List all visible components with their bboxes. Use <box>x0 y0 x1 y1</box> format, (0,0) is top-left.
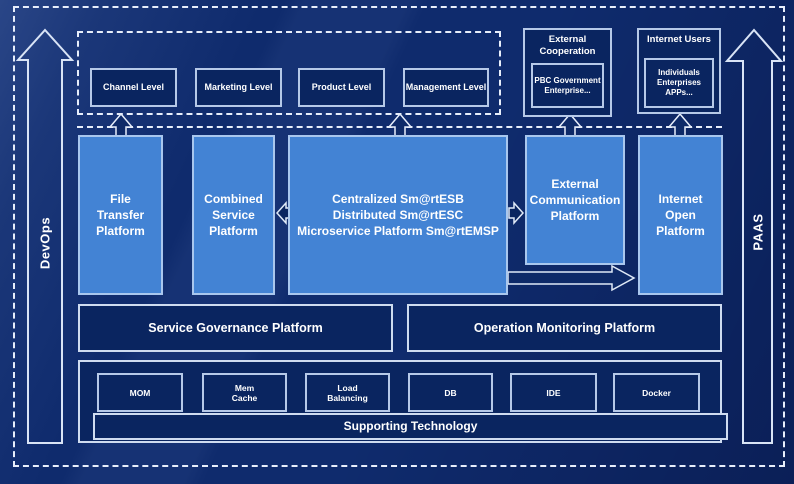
flow-arrow-bypass-to-internet-open <box>507 264 636 292</box>
platform-label-line: Open <box>665 208 696 222</box>
platform-combined-service: Combined Service Platform <box>192 135 275 295</box>
platform-label-line: Platform <box>96 224 145 238</box>
tech-label-line: Load <box>337 382 358 393</box>
enterprises-line: Enterprises <box>656 78 702 87</box>
tech-label-line: DB <box>444 387 457 398</box>
internet-users-title: Internet Users <box>647 34 711 45</box>
operation-monitoring-platform-box: Operation Monitoring Platform <box>407 304 722 352</box>
tech-label-line: Docker <box>642 387 671 398</box>
tech-box-db: DB <box>408 373 493 412</box>
level-label: Channel Level <box>102 82 165 93</box>
tech-box-mem-cache: Mem Cache <box>202 373 287 412</box>
platform-label-line: Internet <box>658 192 703 206</box>
tech-label-line: IDE <box>546 387 561 398</box>
platform-label-line: Combined <box>204 192 263 206</box>
service-governance-platform-box: Service Governance Platform <box>78 304 393 352</box>
level-label: Management Level <box>405 82 487 93</box>
paas-rail-arrow <box>724 28 784 444</box>
platform-external-communication: External Communication Platform <box>525 135 625 265</box>
tech-label-line: MOM <box>129 387 151 398</box>
platform-label-line: Platform <box>656 224 705 238</box>
external-cooperation-title: Cooperation <box>539 46 596 57</box>
platform-label-line: Distributed Sm@rtESC <box>332 208 464 222</box>
pbc-government-enterprise-box: PBC Government Enterprise... <box>531 63 604 108</box>
platform-file-transfer: File Transfer Platform <box>78 135 163 295</box>
individuals-enterprises-apps-box: Individuals Enterprises APPs... <box>644 58 714 108</box>
platform-internet-open: Internet Open Platform <box>638 135 723 295</box>
internet-users-box: Internet Users Individuals Enterprises A… <box>637 28 721 114</box>
service-governance-label: Service Governance Platform <box>148 320 323 335</box>
platform-label-line: Platform <box>209 224 258 238</box>
platform-label-line: Communication <box>529 193 621 207</box>
platform-label-line: Microservice Platform Sm@rtEMSP <box>297 224 499 238</box>
supporting-technology-label: Supporting Technology <box>343 418 478 433</box>
external-cooperation-title: External <box>548 34 587 45</box>
tech-box-docker: Docker <box>613 373 700 412</box>
platform-label-line: Service <box>212 208 255 222</box>
tech-label-line: Mem <box>234 382 255 393</box>
level-label: Marketing Level <box>204 82 273 93</box>
level-box-management: Management Level <box>403 68 489 107</box>
level-box-marketing: Marketing Level <box>195 68 282 107</box>
platform-label-line: Transfer <box>96 208 145 222</box>
apps-line: APPs... <box>665 88 693 97</box>
outer-dashed-border <box>13 6 785 467</box>
platform-label-line: Centralized Sm@rtESB <box>332 192 464 206</box>
level-label: Product Level <box>311 82 372 93</box>
devops-rail-label: DevOps <box>37 216 53 270</box>
tech-box-load-balancing: Load Balancing <box>305 373 390 412</box>
devops-rail-arrow <box>15 28 75 444</box>
platform-label-line: External <box>551 177 599 191</box>
platform-esb-esc-emsp: Centralized Sm@rtESB Distributed Sm@rtES… <box>288 135 508 295</box>
external-cooperation-box: External Cooperation PBC Government Ente… <box>523 28 612 117</box>
level-box-channel: Channel Level <box>90 68 177 107</box>
paas-rail-label: PAAS <box>750 213 766 251</box>
individuals-line: Individuals <box>658 68 700 77</box>
supporting-technology-bar: Supporting Technology <box>93 413 728 440</box>
pbc-government-line: PBC Government <box>534 75 601 85</box>
level-box-product: Product Level <box>298 68 385 107</box>
platform-label-line: Platform <box>550 209 600 223</box>
tech-label-line: Cache <box>231 392 258 403</box>
tech-box-ide: IDE <box>510 373 597 412</box>
tech-box-mom: MOM <box>97 373 183 412</box>
flow-arrow-right-to-external-communication <box>508 201 525 225</box>
operation-monitoring-label: Operation Monitoring Platform <box>473 320 656 335</box>
levels-dashed-box <box>77 31 501 115</box>
platform-label-line: File <box>110 192 131 206</box>
enterprise-line: Enterprise... <box>544 85 591 95</box>
tech-label-line: Balancing <box>327 392 368 403</box>
